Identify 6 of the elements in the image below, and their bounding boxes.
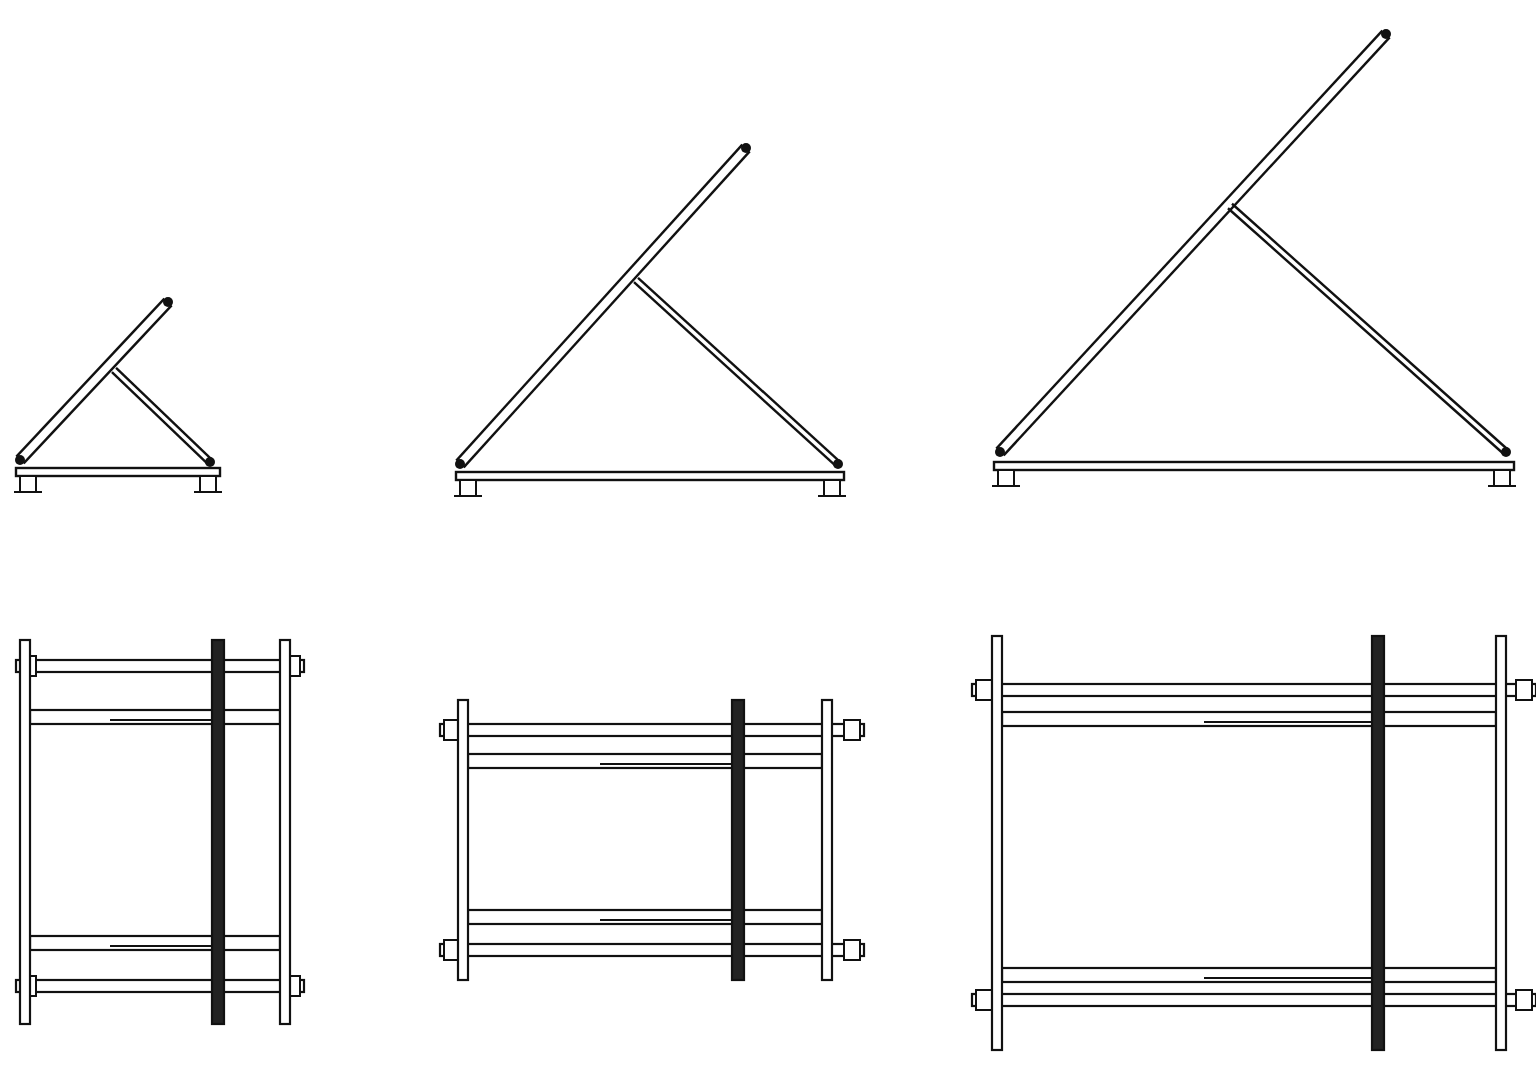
mount-top-view-drawing <box>14 638 306 1026</box>
mount-side-view-drawing <box>991 29 1517 487</box>
mount-top-view-drawing <box>970 634 1536 1052</box>
mount-side-view-drawing <box>13 297 223 493</box>
mount-side-view-drawing <box>453 143 847 497</box>
mount-top-view-drawing <box>438 698 866 982</box>
